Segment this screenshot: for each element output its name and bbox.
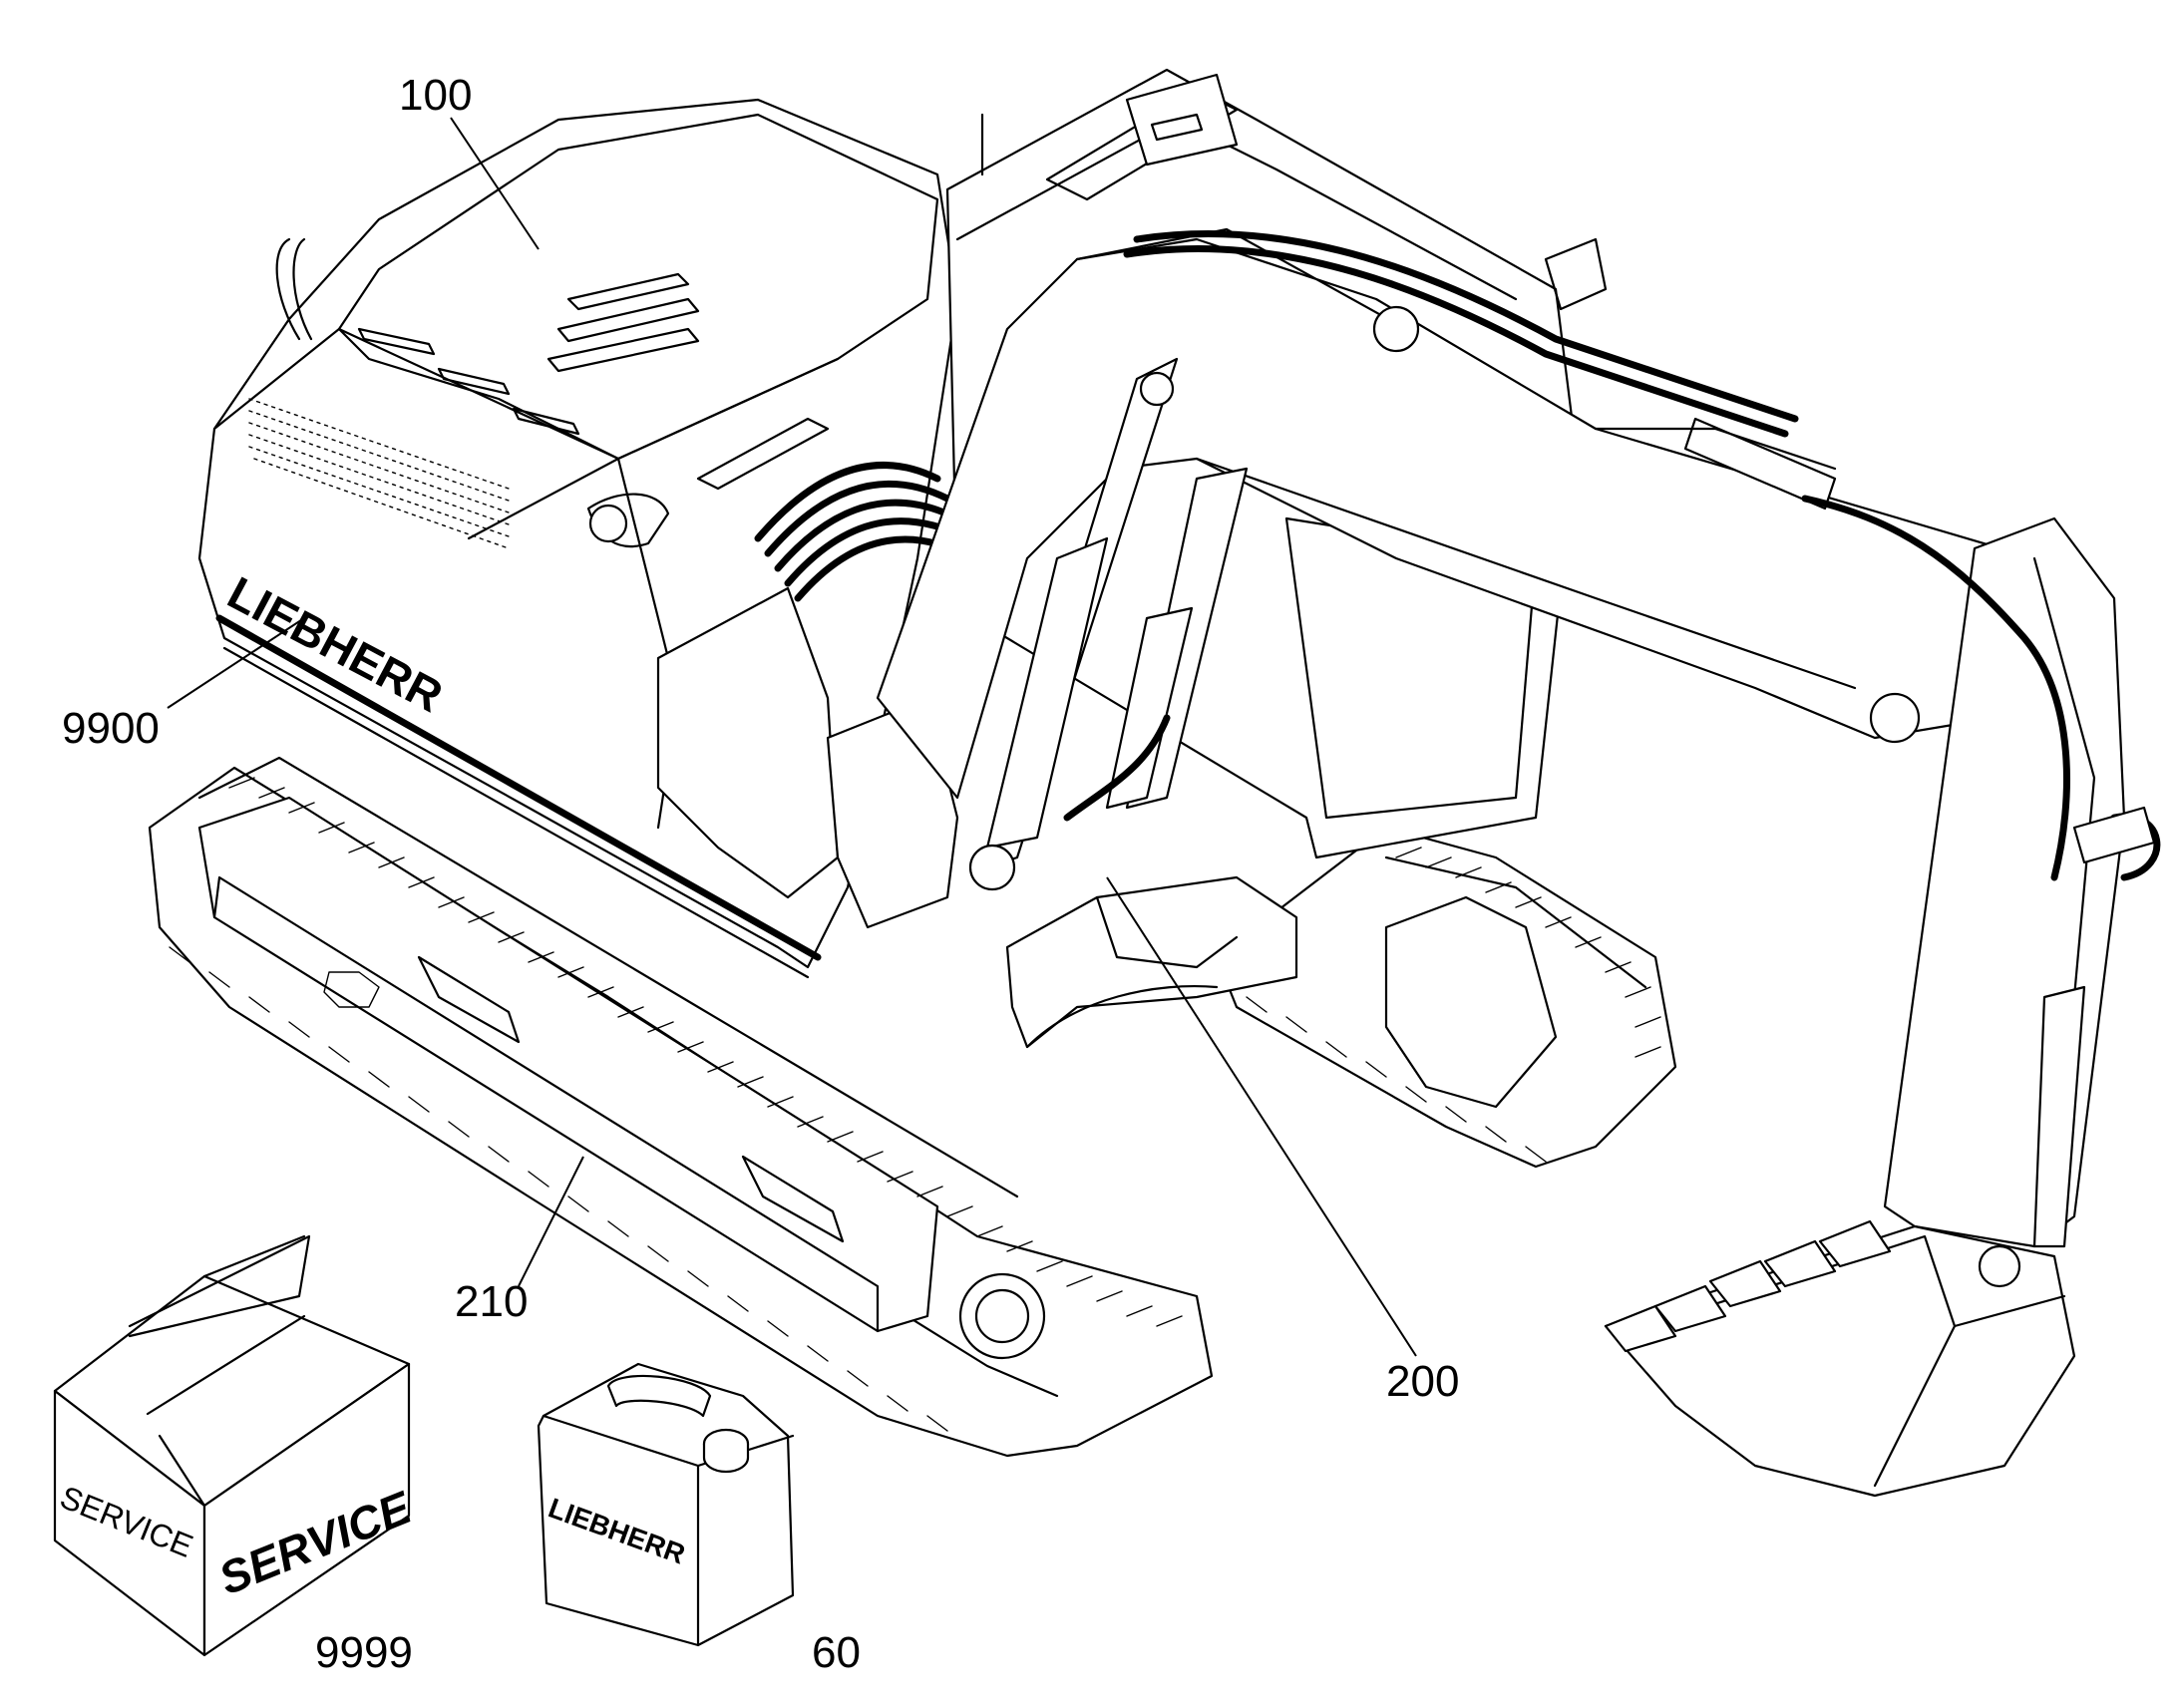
- leader-100: [450, 117, 540, 250]
- bucket: [1604, 1219, 2076, 1498]
- leader-210: [518, 1156, 584, 1287]
- leader-9900: [167, 617, 305, 709]
- callout-60: 60: [812, 1628, 861, 1677]
- hood-vents: [357, 272, 700, 436]
- callout-200: 200: [1386, 1357, 1459, 1406]
- callout-100: 100: [399, 71, 472, 120]
- callout-labels: 100 9900 210 200 9999 60: [62, 71, 1459, 1677]
- leader-lines: [167, 117, 1417, 1357]
- left-crawler-track: [148, 756, 1214, 1458]
- bucket-teeth: [1604, 1219, 1892, 1353]
- right-crawler-track: [1215, 826, 1677, 1169]
- callout-9900: 9900: [62, 704, 160, 753]
- track-shoe-pattern: [169, 777, 1183, 1432]
- fluid-canister: LIEBHERR: [537, 1362, 795, 1647]
- undercarriage-center: [1005, 875, 1298, 1049]
- grille-dots: [248, 398, 510, 549]
- leader-200: [1106, 876, 1417, 1357]
- stick-arm: [1594, 417, 2161, 1248]
- service-box: SERVICE SERVICE: [53, 1234, 419, 1657]
- callout-9999: 9999: [315, 1628, 413, 1677]
- callout-210: 210: [455, 1277, 528, 1326]
- boom-cylinders: [968, 357, 1249, 891]
